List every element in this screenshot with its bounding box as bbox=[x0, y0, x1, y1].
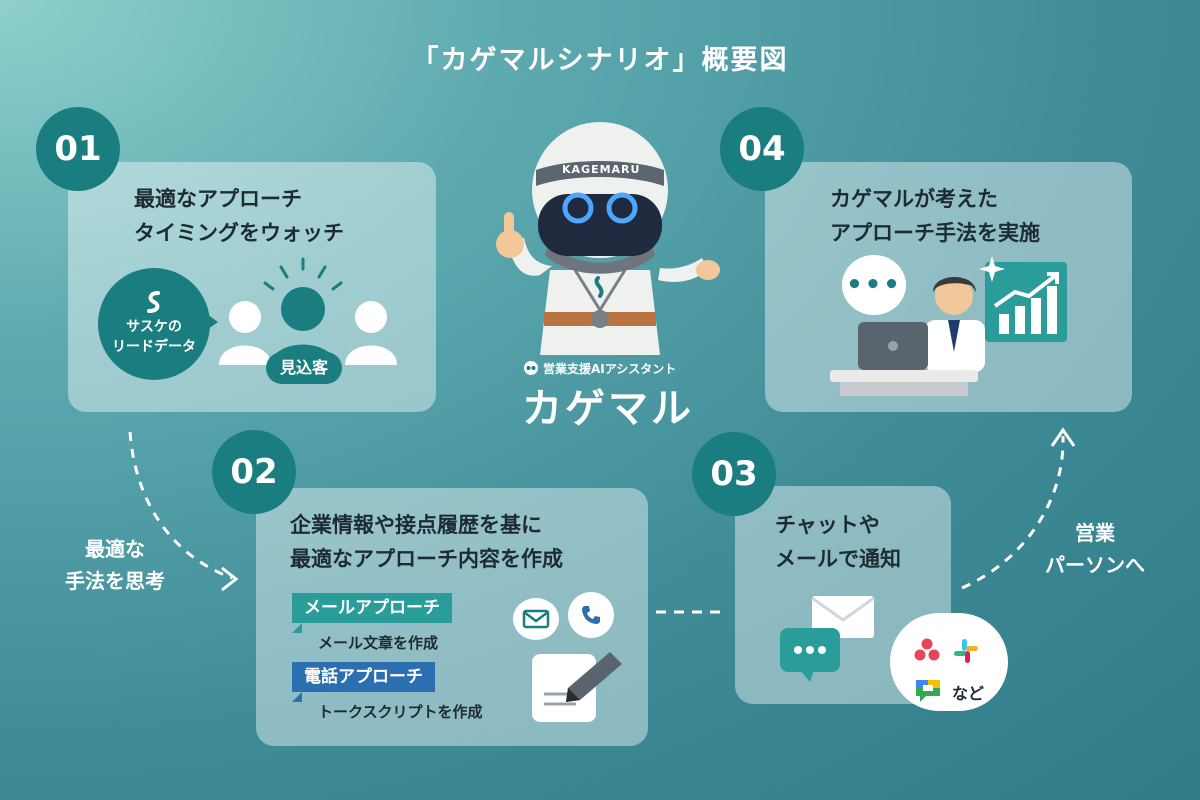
step-badge-04: 04 bbox=[720, 107, 804, 191]
prospects-group-icon bbox=[219, 257, 397, 373]
prospect-label: 見込客 bbox=[266, 352, 342, 384]
sasuke-lead-data-bubble: サスケの リードデータ bbox=[98, 268, 210, 380]
mascot-logo-icon bbox=[524, 361, 538, 375]
speech-bubble-icon: ••• bbox=[842, 255, 906, 315]
phone-tag-tail bbox=[292, 692, 302, 702]
step-heading-02: 企業情報や接点履歴を基に 最適なアプローチ内容を作成 bbox=[290, 513, 563, 571]
asana-icon bbox=[914, 638, 940, 661]
step-badge-02: 02 bbox=[212, 430, 296, 514]
mail-approach-desc: メール文章を作成 bbox=[318, 634, 439, 652]
step-badge-03: 03 bbox=[692, 432, 776, 516]
phone-approach-tag: 電話アプローチ bbox=[292, 662, 435, 692]
step-heading-03: チャットや メールで通知 bbox=[775, 513, 901, 571]
step-badge-01: 01 bbox=[36, 107, 120, 191]
pen-document-icon bbox=[532, 652, 622, 722]
diagram-title: 「カゲマルシナリオ」概要図 bbox=[411, 45, 789, 76]
google-chat-icon bbox=[916, 680, 940, 702]
side-caption-left: 最適な 手法を思考 bbox=[65, 537, 165, 593]
phone-icon bbox=[568, 592, 614, 638]
kagemaru-mascot bbox=[496, 122, 720, 355]
tools-etc-label: など bbox=[952, 684, 985, 703]
bubble-tail bbox=[204, 312, 218, 332]
step-heading-01: 最適なアプローチ タイミングをウォッチ bbox=[134, 187, 344, 245]
salesperson-icon bbox=[830, 277, 985, 396]
mascot-name: カゲマル bbox=[522, 386, 694, 432]
envelope-icon bbox=[811, 596, 875, 638]
mascot-headband-label: KAGEMARU bbox=[562, 163, 641, 176]
step-heading-04: カゲマルが考えた アプローチ手法を実施 bbox=[830, 187, 1040, 245]
phone-approach-desc: トークスクリプトを作成 bbox=[318, 703, 483, 721]
mail-icon bbox=[513, 598, 559, 640]
mail-tag-tail bbox=[292, 623, 302, 633]
chat-icon bbox=[780, 628, 840, 682]
chart-icon bbox=[979, 256, 1067, 342]
side-caption-right: 営業 パーソンへ bbox=[1045, 521, 1145, 577]
mascot-subtitle: 営業支援AIアシスタント bbox=[543, 362, 677, 376]
chat-tools-circle bbox=[890, 613, 1008, 711]
sasuke-logo-icon bbox=[147, 291, 160, 313]
mail-approach-tag: メールアプローチ bbox=[292, 593, 452, 623]
slack-icon bbox=[954, 639, 978, 663]
